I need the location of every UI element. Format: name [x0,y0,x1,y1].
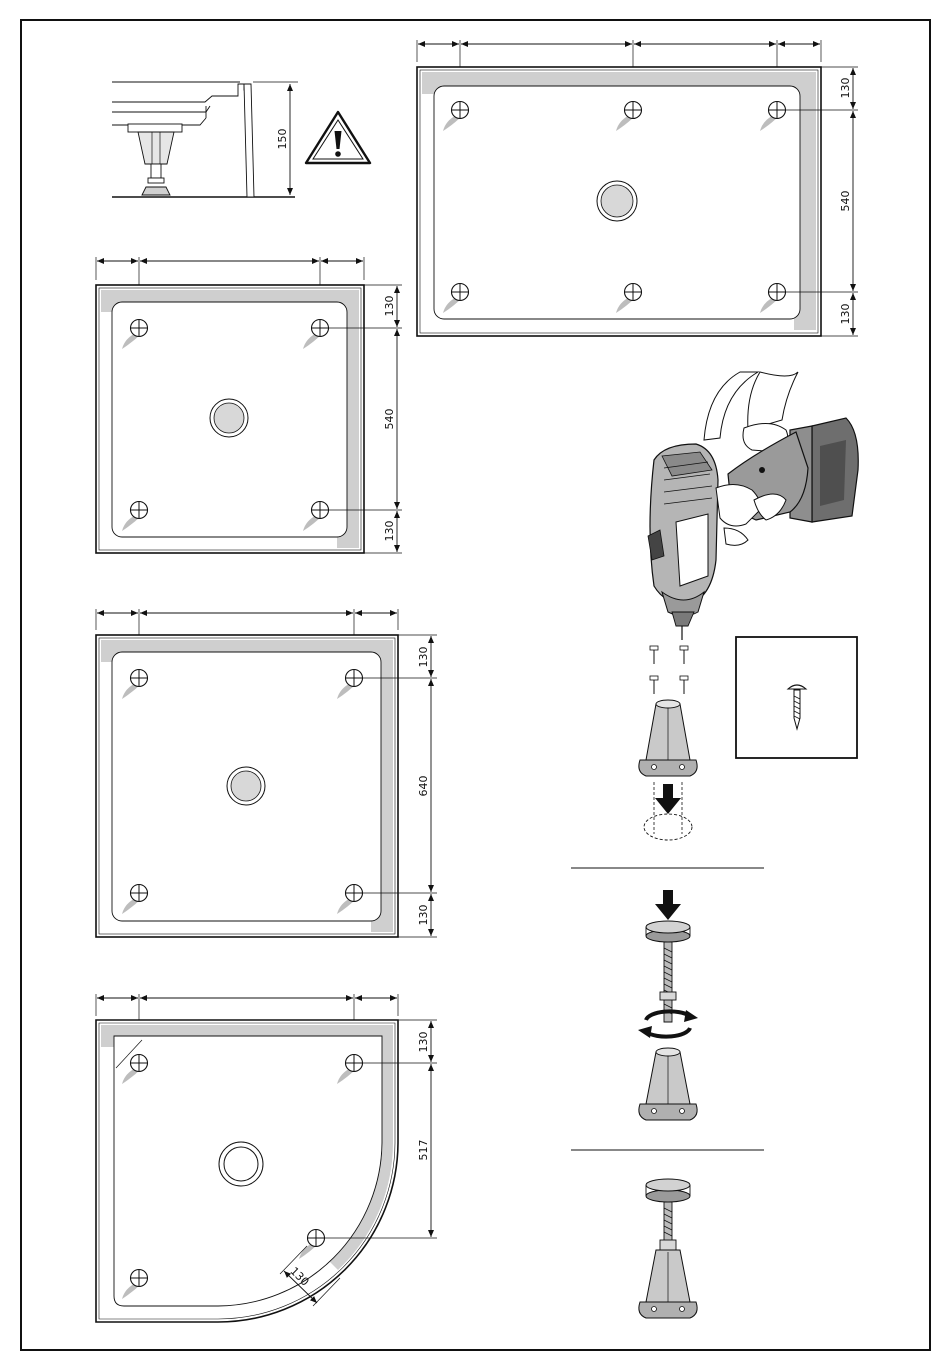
quadrant-tray-diagram: 130 517 130 [96,994,437,1322]
adjust-foot-step [638,890,698,1120]
cordless-drill-icon [648,372,858,640]
assembled-foot [639,1179,697,1318]
square1-top-label: 130 [383,296,396,317]
side-height-label: 150 [276,129,289,150]
square2-bottom-label: 130 [417,905,430,926]
arrow-down-icon [655,784,681,814]
screw-detail-box [736,637,857,758]
square2-top-label: 130 [417,647,430,668]
square1-middle-label: 540 [383,409,396,430]
rect-top-label: 130 [839,78,852,99]
side-view-diagram: 150 [112,82,298,197]
rect-bottom-label: 130 [839,304,852,325]
press-arrow-icon [655,890,681,920]
square1-bottom-label: 130 [383,521,396,542]
square2-middle-label: 640 [417,776,430,797]
quadrant-top-label: 130 [417,1032,430,1053]
warning-triangle-icon [306,112,370,163]
rect-middle-label: 540 [839,191,852,212]
square-tray-2-diagram: 130 640 130 [96,609,437,937]
rect-tray-diagram: 130 540 130 [417,40,858,336]
quadrant-middle-label: 517 [417,1140,430,1161]
screws-and-foot-base [639,646,697,840]
square-tray-1-diagram: 130 540 130 [96,257,402,553]
